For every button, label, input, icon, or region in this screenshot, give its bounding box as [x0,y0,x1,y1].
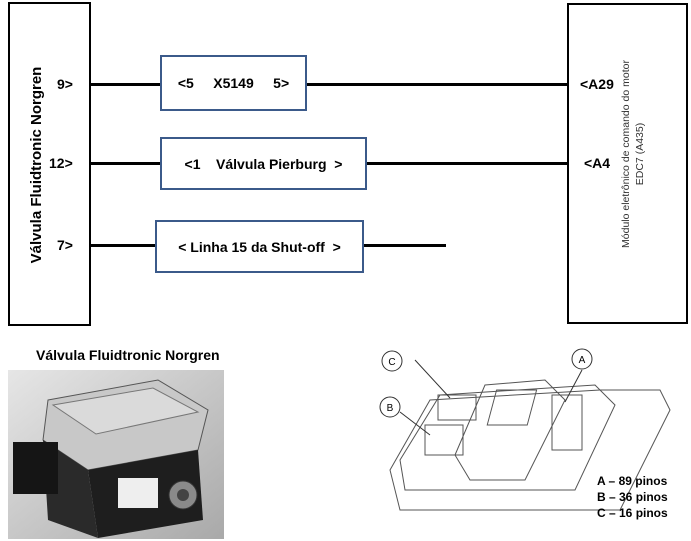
wire-12-b [366,162,569,165]
wire-9-a [90,83,161,86]
callout-b: B [379,396,401,418]
wire-7-b [363,244,446,247]
pin-7: 7> [57,237,73,253]
wire-12-a [90,162,161,165]
connector-linha-15-shut-off: < Linha 15 da Shut-off > [155,220,364,273]
photo-caption: Válvula Fluidtronic Norgren [36,347,220,363]
right-module-title-line2: EDC7 (A435) [634,122,646,186]
callout-b-label: B [387,403,394,414]
legend-a: A – 89 pinos [597,474,668,488]
callout-a-label: A [579,355,586,366]
right-module-box [567,3,688,324]
left-module-box [8,2,91,326]
pin-a29: <A29 [580,76,614,92]
pin-12: 12> [49,155,73,171]
connector-x5149: <5 X5149 5> [160,55,307,111]
ecu-drawing: C B A [379,348,671,511]
left-module-title: Válvula Fluidtronic Norgren [28,66,45,264]
connector-valvula-pierburg: <1 Válvula Pierburg > [160,137,367,190]
right-module-title-line1: Módulo eletrônico de comando do motor [620,60,632,248]
callout-c-label: C [388,357,395,368]
wire-9-b [306,83,569,86]
wire-7-a [90,244,156,247]
right-module-title: Módulo eletrônico de comando do motor ED… [619,34,651,274]
callout-a: A [571,348,593,370]
legend-c: C – 16 pinos [597,506,668,520]
valve-photo [8,370,224,539]
pin-9: 9> [57,76,73,92]
legend-b: B – 36 pinos [597,490,668,504]
callout-c: C [381,350,403,372]
pin-a4: <A4 [584,155,611,171]
